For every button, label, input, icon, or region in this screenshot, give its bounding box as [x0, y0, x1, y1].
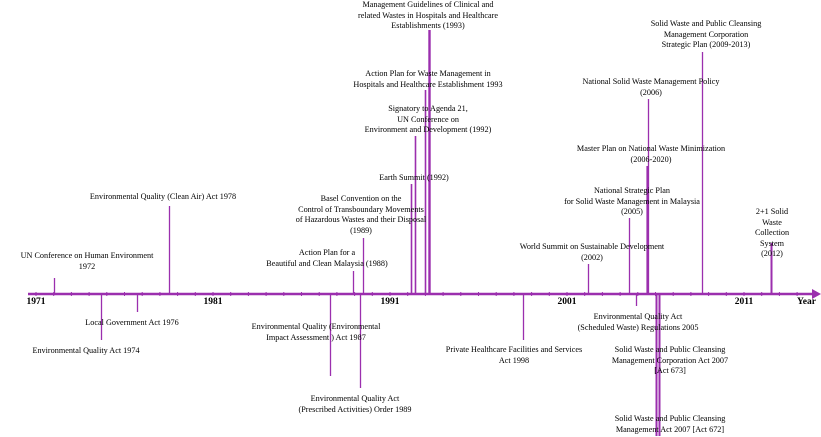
event-label: Master Plan on National Waste Minimizati…: [576, 144, 726, 164]
year-label: 1981: [203, 297, 223, 307]
event-label: National Solid Waste Management Policy (…: [582, 77, 720, 97]
event-label: Action Plan for Waste Management in Hosp…: [353, 69, 503, 89]
event-label: Environmental Quality Act 1974: [32, 346, 140, 355]
event-label: Management Guidelines of Clinical and re…: [358, 0, 498, 31]
year-label: 2011: [734, 297, 754, 307]
event-label: UN Conference on Human Environment 1972: [20, 251, 154, 271]
event-label: Environmental Quality (Clean Air) Act 19…: [89, 192, 237, 201]
event-label: Solid Waste and Public Cleansing Managem…: [611, 345, 729, 376]
event-label: Solid Waste and Public Cleansing Managem…: [650, 19, 762, 50]
event-label: Basel Convention on the Control of Trans…: [295, 194, 427, 235]
event-label: Earth Summit (1992): [379, 173, 449, 182]
event-label: Environmental Quality Act (Scheduled Was…: [577, 312, 699, 332]
year-ticks: [35, 292, 798, 296]
event-label: Signatory to Agenda 21, UN Conference on…: [364, 104, 492, 135]
event-label: Environmental Quality Act (Prescribed Ac…: [298, 394, 412, 414]
event-label: Private Healthcare Facilities and Servic…: [445, 345, 583, 365]
year-label: 1991: [380, 297, 400, 307]
event-lines: [53, 30, 773, 436]
event-label: Action Plan for a Beautiful and Clean Ma…: [266, 248, 388, 268]
year-label: 1971: [26, 297, 46, 307]
axis-arrow-icon: [812, 289, 821, 299]
axis-title: Year: [797, 297, 816, 307]
event-label: Local Government Act 1976: [85, 318, 179, 327]
event-label: National Strategic Plan for Solid Waste …: [564, 186, 700, 217]
event-label: Solid Waste and Public Cleansing Managem…: [614, 414, 726, 434]
event-label: Environmental Quality (Environmental Imp…: [251, 322, 381, 342]
event-label: World Summit on Sustainable Development …: [519, 242, 665, 262]
year-label: 2001: [557, 297, 577, 307]
event-label: 2+1 Solid Waste Collection System (2012): [754, 207, 790, 259]
